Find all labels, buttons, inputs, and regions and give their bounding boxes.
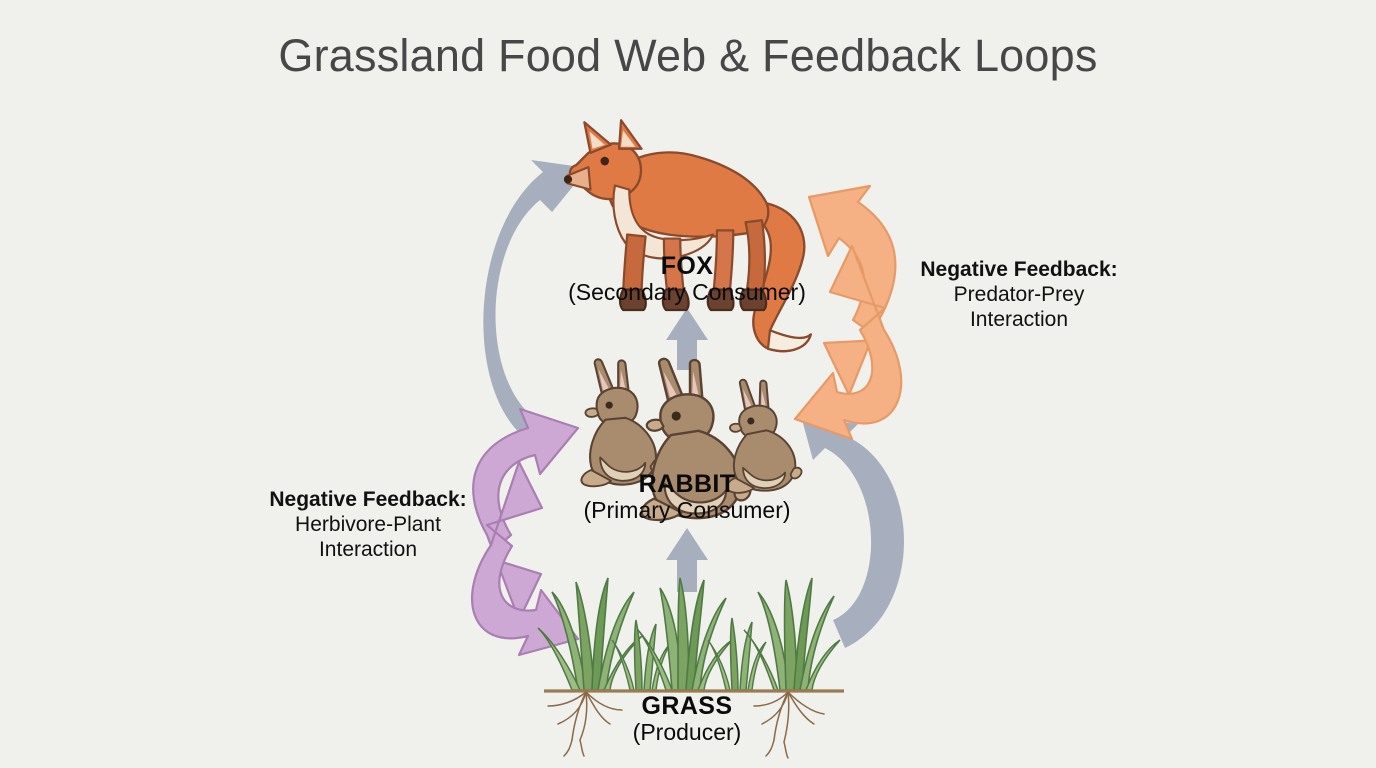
fox-illustration [563, 119, 812, 353]
page-title: Grassland Food Web & Feedback Loops [278, 30, 1098, 81]
feedback-heading: Negative Feedback: [269, 488, 467, 511]
fox-name: FOX [660, 252, 714, 280]
grass-tuft-right [743, 577, 841, 691]
grass-role: (Producer) [632, 719, 742, 745]
arrow-grass-to-rabbit-energy [666, 528, 708, 592]
feedback-line1: Herbivore-Plant [295, 512, 441, 536]
arrow-grass-to-rabbit-loop [801, 416, 905, 648]
arrow-rabbit-to-fox-energy [666, 308, 708, 370]
rabbit-name: RABBIT [638, 470, 736, 498]
grass-roots-left [547, 691, 623, 757]
fox-role: (Secondary Consumer) [568, 279, 806, 305]
rabbit-role: (Primary Consumer) [583, 497, 791, 523]
node-label-fox: FOX (Secondary Consumer) [487, 252, 887, 306]
grass-illustration [537, 577, 844, 759]
feedback-label-predator-prey: Negative Feedback: Predator-Prey Interac… [903, 258, 1135, 332]
grass-roots-right [753, 691, 825, 759]
feedback-line2: Interaction [969, 307, 1069, 331]
rabbit-group-illustration [580, 357, 803, 522]
grass-tuft-mid-left [611, 619, 671, 691]
feedback-heading: Negative Feedback: [920, 258, 1118, 281]
node-label-rabbit: RABBIT (Primary Consumer) [487, 470, 887, 524]
feedback-line2: Interaction [318, 537, 418, 561]
feedback-line1: Predator-Prey [953, 282, 1085, 306]
node-label-grass: GRASS (Producer) [487, 692, 887, 746]
grass-tuft-mid-right [707, 617, 767, 691]
arrow-herbivore-plant-feedback [470, 407, 580, 657]
feedback-label-herbivore-plant: Negative Feedback: Herbivore-Plant Inter… [252, 488, 484, 562]
grass-tuft-center [637, 577, 733, 691]
arrow-rabbit-to-fox-loop [483, 160, 588, 448]
arrow-predator-prey-feedback [793, 184, 903, 441]
grass-name: GRASS [641, 692, 733, 720]
